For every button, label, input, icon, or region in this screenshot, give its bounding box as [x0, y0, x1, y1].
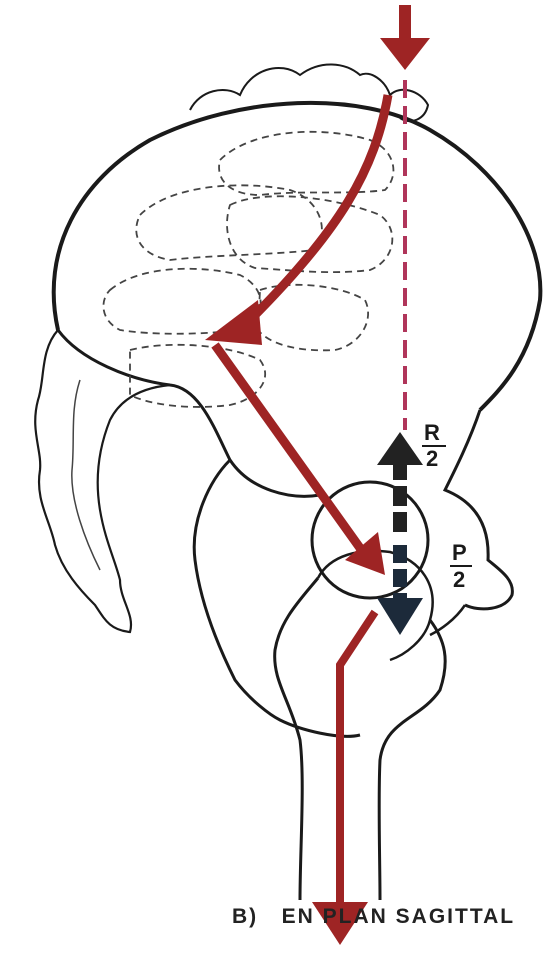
vertebrae-dashed-outlines [103, 132, 393, 407]
weight-arrow-head [380, 38, 430, 70]
reaction-arrow-head [377, 432, 423, 465]
spine-load-arrow [250, 95, 388, 320]
p-half-denominator: 2 [453, 567, 465, 592]
sacroiliac-arrow-shaft [215, 345, 360, 548]
coccyx-inner-outline [72, 380, 100, 570]
r-half-denominator: 2 [426, 446, 438, 471]
iliac-crest-outline [54, 103, 541, 410]
femur-outline-left [275, 578, 318, 900]
spine-load-arrow-head [205, 300, 262, 345]
coccyx-outline [35, 330, 170, 632]
p-half-numerator: P [452, 540, 467, 565]
ischium-outline [194, 460, 360, 736]
femur-load-line [340, 612, 375, 905]
figure-caption: B) EN PLAN SAGITTAL [232, 905, 515, 928]
femur-outline-right [379, 620, 445, 900]
r-half-numerator: R [424, 420, 440, 445]
pressure-arrow-head [377, 598, 423, 635]
pelvis-body-outline [58, 330, 512, 609]
